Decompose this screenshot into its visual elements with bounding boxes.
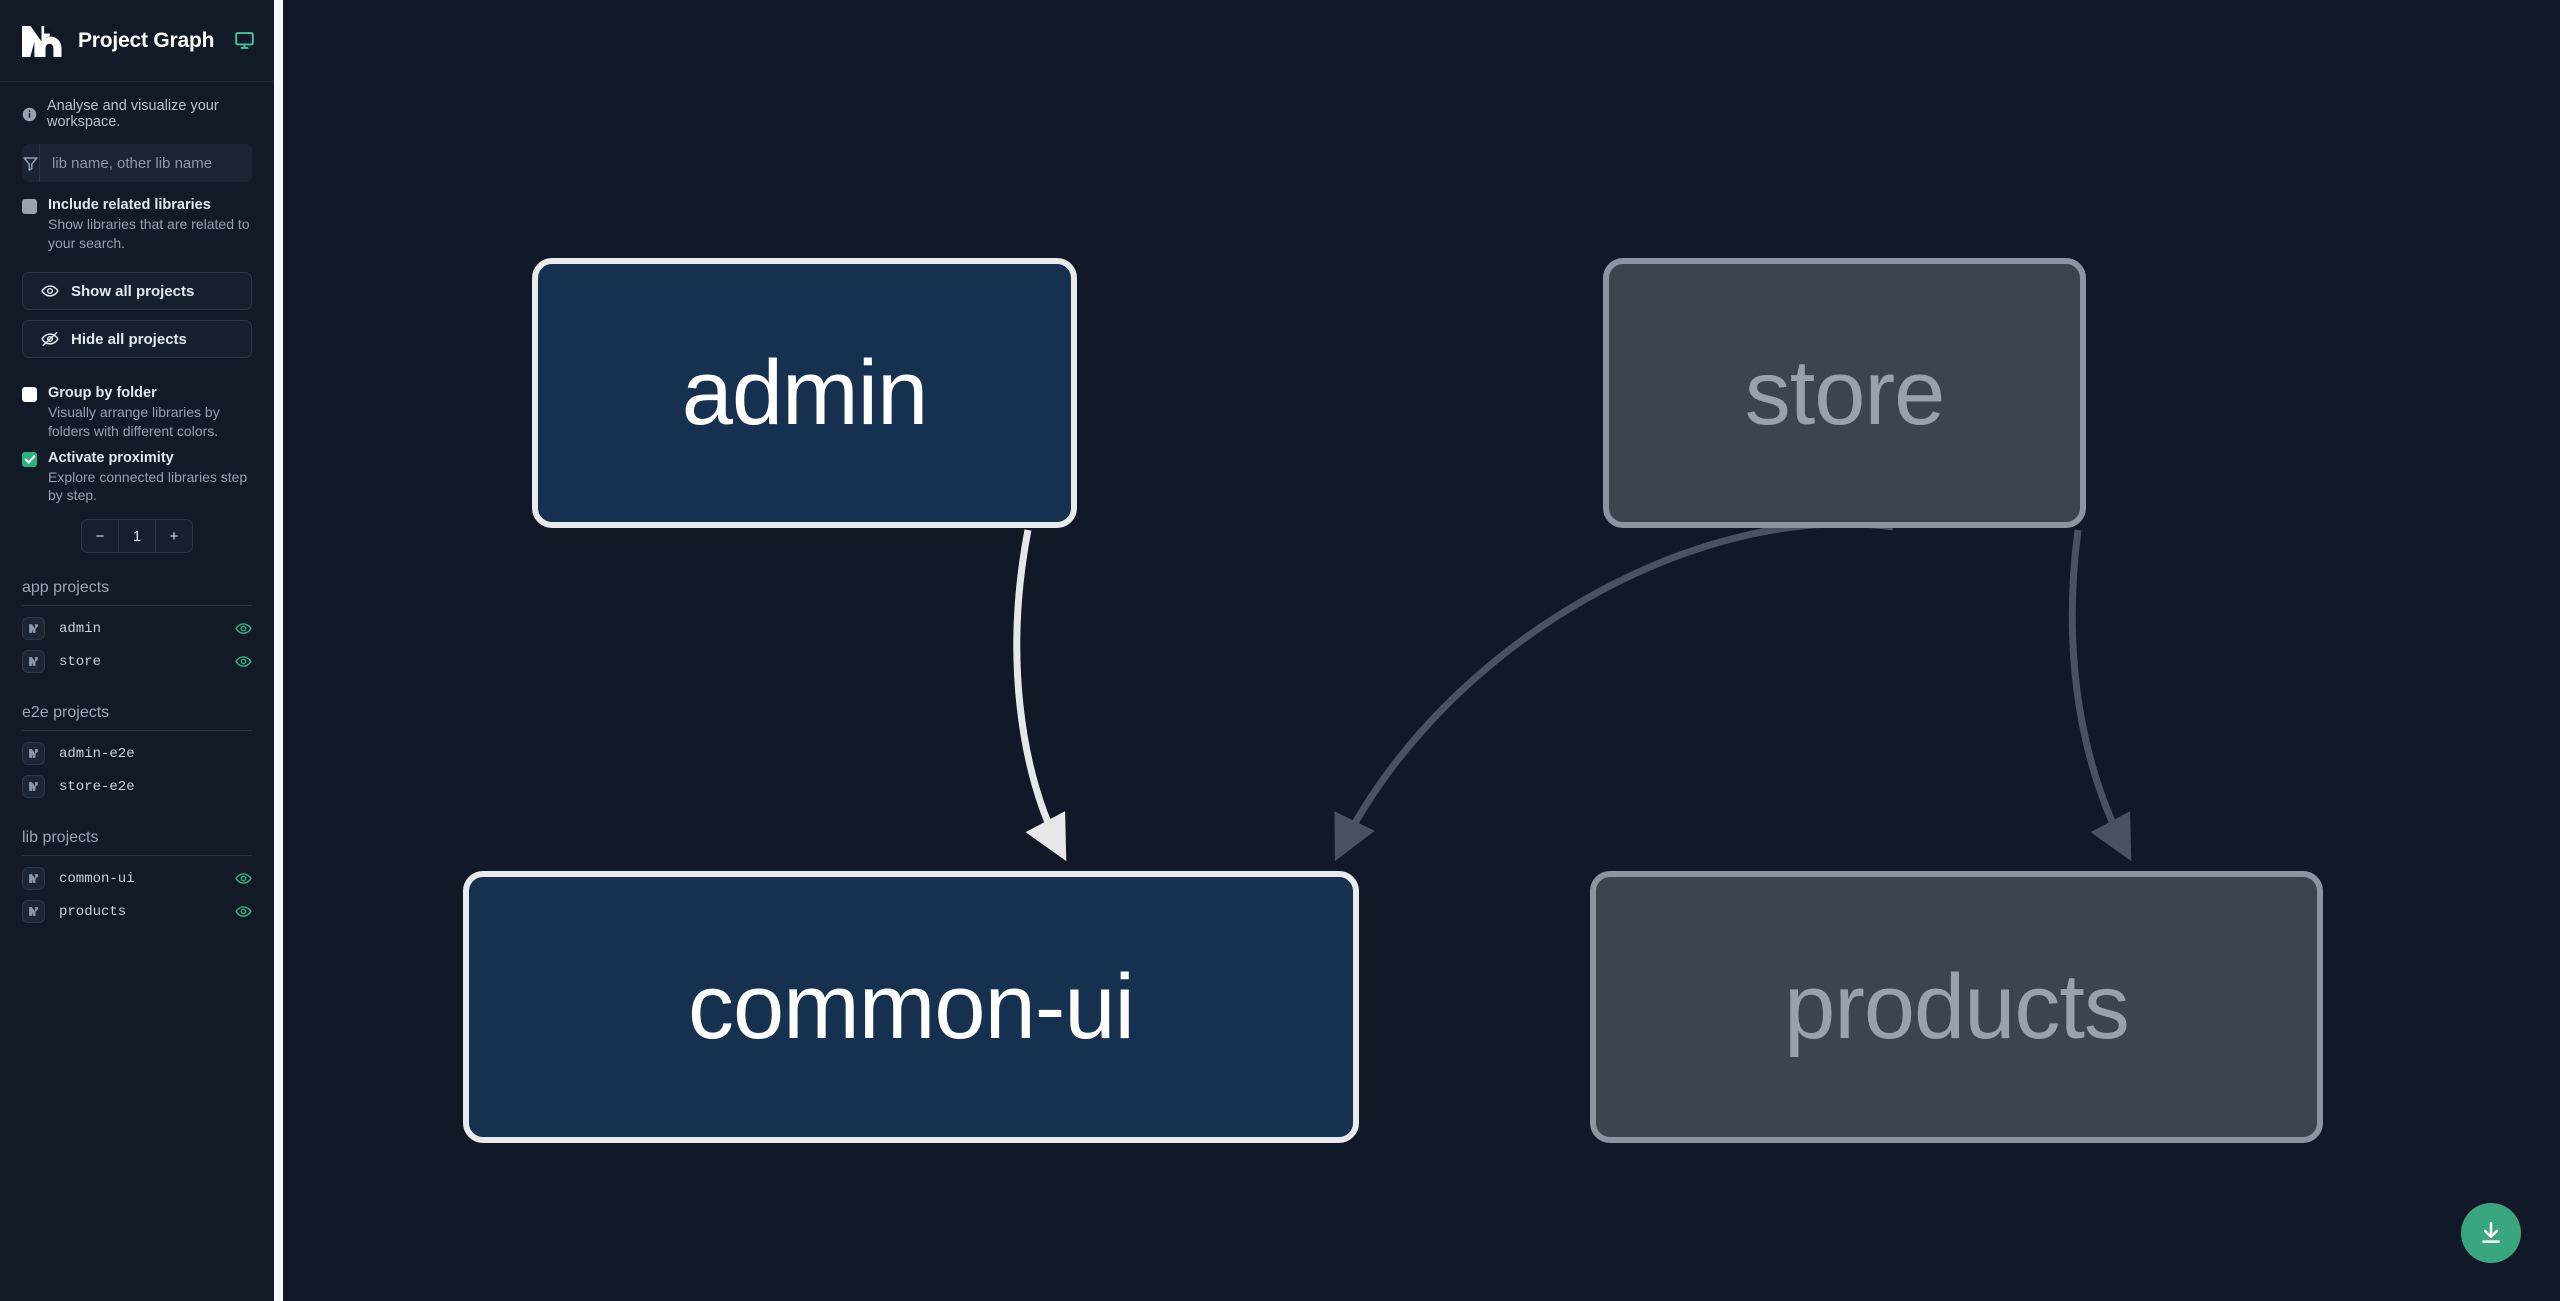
show-all-projects-button[interactable]: Show all projects [22, 272, 252, 311]
project-row-admin[interactable]: admin [22, 612, 252, 645]
project-badge-icon [22, 900, 45, 924]
option-label: Group by folder [48, 385, 157, 402]
sidebar-body: Include related libraries Show libraries… [0, 144, 274, 1301]
eye-icon[interactable] [235, 653, 252, 670]
graph-node-common-ui[interactable]: common-ui [463, 871, 1359, 1143]
option-description: Show libraries that are related to your … [48, 216, 250, 251]
project-name: products [59, 903, 127, 920]
project-badge-icon [22, 867, 45, 891]
filter-icon-wrap [22, 144, 40, 182]
edge-store-to-common-ui [1334, 520, 1894, 862]
project-name: store-e2e [59, 778, 135, 795]
download-graph-button[interactable] [2461, 1203, 2521, 1263]
eye-icon[interactable] [235, 903, 252, 920]
nx-glyph-icon [29, 657, 38, 666]
nx-glyph-icon [29, 782, 38, 791]
option-label: Activate proximity [48, 449, 174, 466]
graph-node-admin[interactable]: admin [532, 258, 1077, 528]
graph-node-store[interactable]: store [1603, 258, 2086, 528]
graph-node-label: admin [681, 342, 929, 444]
project-name: admin [59, 620, 102, 637]
nx-glyph-icon [29, 874, 38, 883]
nx-glyph-icon [29, 907, 38, 916]
graph-canvas[interactable]: admin store common-ui products [283, 0, 2560, 1301]
proximity-decrement-button[interactable]: − [95, 527, 105, 545]
project-name: store [59, 653, 102, 670]
project-badge-icon [22, 617, 45, 641]
info-icon [22, 107, 37, 121]
eye-off-icon [41, 332, 59, 347]
sidebar-header: Project Graph [0, 0, 274, 82]
eye-icon[interactable] [235, 870, 252, 887]
project-name: common-ui [59, 870, 135, 887]
graph-node-label: store [1744, 342, 1946, 444]
search-filter-box [22, 144, 263, 182]
graph-node-products[interactable]: products [1590, 871, 2323, 1143]
project-row-store[interactable]: store [22, 645, 252, 678]
project-row-products[interactable]: products [22, 895, 252, 928]
sidebar: Project Graph Analyse and visualize your… [0, 0, 283, 1301]
section-title-e2e-projects: e2e projects [22, 704, 252, 732]
nx-glyph-icon [29, 624, 38, 633]
eye-icon [41, 285, 59, 297]
search-input[interactable] [40, 144, 263, 182]
tagline-text: Analyse and visualize your workspace. [47, 98, 219, 130]
monitor-icon[interactable] [234, 30, 255, 51]
tagline: Analyse and visualize your workspace. [0, 82, 274, 144]
edge-admin-to-common-ui [1013, 529, 1067, 862]
page-title: Project Graph [78, 28, 215, 52]
proximity-stepper: − 1 + [81, 519, 193, 554]
show-all-projects-label: Show all projects [71, 282, 195, 300]
option-description: Explore connected libraries step by step… [48, 468, 248, 504]
project-row-common-ui[interactable]: common-ui [22, 862, 252, 895]
proximity-increment-button[interactable]: + [155, 520, 192, 553]
project-row-admin-e2e[interactable]: admin-e2e [22, 737, 252, 770]
project-badge-icon [22, 742, 45, 766]
option-label: Include related libraries [48, 197, 211, 213]
visibility-button-group: Show all projects Hide all projects [22, 272, 252, 359]
graph-node-label: common-ui [687, 956, 1135, 1058]
proximity-value: 1 [118, 520, 155, 553]
eye-icon[interactable] [235, 620, 252, 637]
option-group-by-folder[interactable]: Group by folder Visually arrange librari… [22, 384, 252, 440]
nx-glyph-icon [29, 749, 38, 758]
hide-all-projects-label: Hide all projects [71, 330, 187, 348]
option-description: Visually arrange libraries by folders wi… [48, 404, 220, 440]
filter-icon [23, 156, 38, 171]
project-row-store-e2e[interactable]: store-e2e [22, 770, 252, 803]
download-icon [2482, 1222, 2500, 1243]
hide-all-projects-button[interactable]: Hide all projects [22, 320, 252, 359]
option-include-related-libraries[interactable]: Include related libraries Show libraries… [22, 196, 252, 252]
edge-store-to-products [2068, 529, 2132, 862]
graph-node-label: products [1784, 956, 2130, 1058]
project-badge-icon [22, 775, 45, 799]
project-badge-icon [22, 650, 45, 674]
group-by-folder-checkbox[interactable] [22, 387, 37, 403]
nx-logo-icon [22, 25, 62, 57]
section-title-app-projects: app projects [22, 579, 252, 607]
project-name: admin-e2e [59, 745, 135, 762]
option-activate-proximity[interactable]: Activate proximity Explore connected lib… [22, 449, 252, 505]
section-title-lib-projects: lib projects [22, 829, 252, 857]
activate-proximity-checkbox[interactable] [22, 451, 37, 467]
include-related-libraries-checkbox[interactable] [22, 199, 37, 214]
